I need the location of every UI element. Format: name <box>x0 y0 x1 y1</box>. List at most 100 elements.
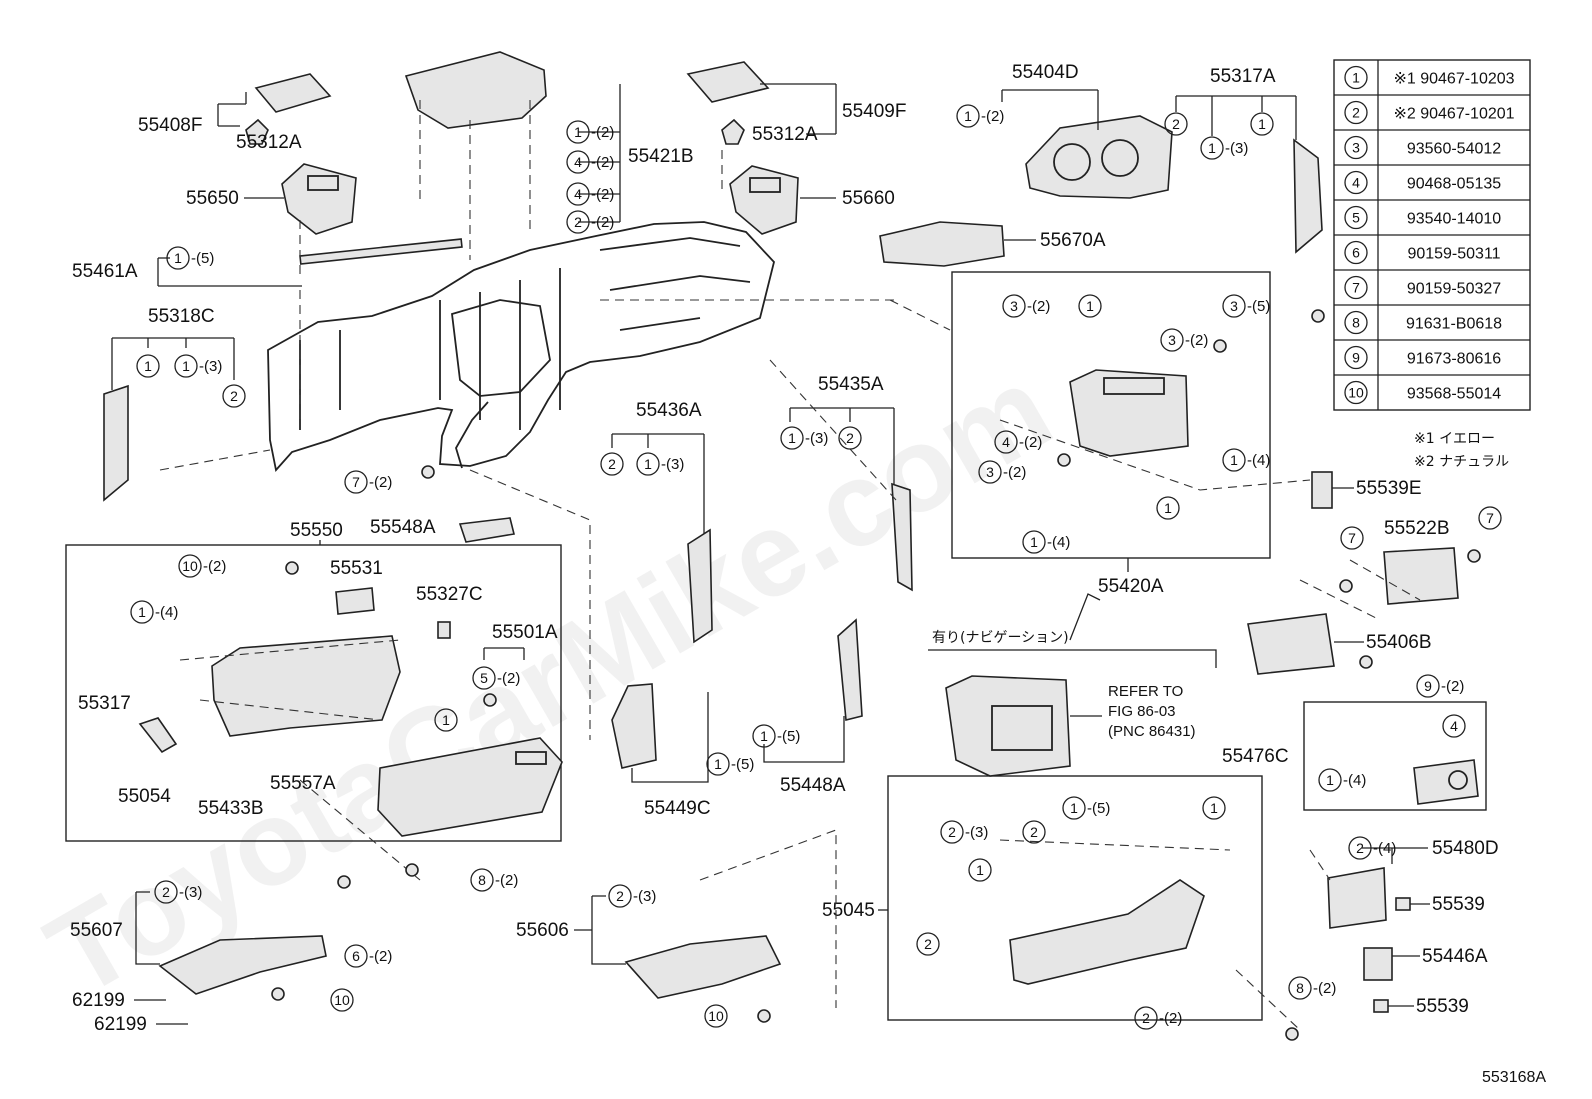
table-callout-number: 9 <box>1352 350 1360 366</box>
label-55476C: 55476C <box>1222 746 1289 767</box>
callout-circle <box>1416 674 1440 698</box>
callout-number: 2 <box>616 888 624 904</box>
callout-quantity: -(3) <box>179 884 202 901</box>
callout-circle <box>1164 112 1188 136</box>
bolt-icon <box>757 1009 771 1023</box>
table-callout-circle <box>1344 205 1368 230</box>
callout-quantity: -(2) <box>1159 1010 1182 1027</box>
callout-circle <box>470 868 494 892</box>
table-part-number: 91631-B0618 <box>1406 316 1502 333</box>
callout-quantity: -(4) <box>1373 840 1396 857</box>
callout-circle <box>1002 294 1026 318</box>
bolt-icon <box>483 693 497 707</box>
table-callout-number: 8 <box>1352 315 1360 331</box>
part-55420A-center-panel <box>1069 369 1189 457</box>
table-callout-circle <box>1344 275 1368 300</box>
callout-number: 7 <box>352 474 360 490</box>
part-55409F-cover <box>686 61 770 103</box>
callout-number: 1 <box>1210 800 1218 816</box>
callout-circle <box>706 752 730 776</box>
callout-number: 10 <box>182 558 198 574</box>
callout-number: 3 <box>1230 298 1238 314</box>
callout-circle <box>166 246 190 270</box>
box-55476C-group <box>1303 701 1487 811</box>
table-callout-number: 7 <box>1352 280 1360 296</box>
note-with-navigation: 有り(ナビゲーション) <box>932 630 1069 646</box>
callout-quantity: -(3) <box>661 456 684 473</box>
label-55539-1: 55539 <box>1432 894 1485 915</box>
bolt-icon <box>1285 1027 1299 1041</box>
callout-circle <box>1134 1006 1158 1030</box>
callout-circle <box>940 820 964 844</box>
box-55420A-group <box>951 271 1271 559</box>
callout-quantity: -(5) <box>191 250 214 267</box>
callout-circle <box>1156 496 1180 520</box>
label-55660: 55660 <box>842 188 895 209</box>
table-part-number: 93568-55014 <box>1407 386 1501 403</box>
callout-quantity: -(2) <box>495 872 518 889</box>
part-55408F-cover <box>254 73 332 113</box>
callout-circle <box>566 120 590 144</box>
label-55433B: 55433B <box>198 798 264 819</box>
label-55550: 55550 <box>290 520 343 541</box>
callout-circle <box>136 354 160 378</box>
bolt-icon <box>405 863 419 877</box>
table-part-number: 90159-50311 <box>1407 246 1500 263</box>
callout-number: 1 <box>442 712 450 728</box>
part-55480D-switch-panel <box>1327 867 1387 929</box>
dashboard-frame <box>267 221 775 472</box>
callout-circle <box>1318 768 1342 792</box>
callout-number: 2 <box>1142 1010 1150 1026</box>
table-callout-number: 6 <box>1352 245 1360 261</box>
part-55550-lower-panel <box>211 635 401 737</box>
callout-number: 2 <box>1356 840 1364 856</box>
callout-circle <box>434 708 458 732</box>
callout-circle <box>916 932 940 956</box>
note-pnc-86431: (PNC 86431) <box>1108 723 1196 740</box>
callout-quantity: -(2) <box>981 108 1004 125</box>
bolt-icon <box>1213 339 1227 353</box>
callout-circle <box>1160 328 1184 352</box>
label-55448A: 55448A <box>780 775 846 796</box>
table-callout-circle <box>1344 380 1368 405</box>
callout-number: 2 <box>230 388 238 404</box>
callout-circle <box>1250 112 1274 136</box>
callout-number: 1 <box>138 604 146 620</box>
label-55461A: 55461A <box>72 261 138 282</box>
callout-circle <box>154 880 178 904</box>
callout-circle <box>956 104 980 128</box>
callout-number: 1 <box>174 250 182 266</box>
callout-circle <box>978 460 1002 484</box>
note-color-1: ※1 イエロー <box>1414 431 1495 447</box>
callout-quantity: -(2) <box>1185 332 1208 349</box>
part-55317A-side-panel <box>1293 138 1323 254</box>
table-callout-number: 10 <box>1348 385 1364 401</box>
callout-circle <box>344 470 368 494</box>
label-55421B: 55421B <box>628 146 694 167</box>
box-55045-group <box>887 775 1263 1021</box>
callout-number: 8 <box>1296 980 1304 996</box>
table-part-number: ※2 90467-10201 <box>1393 106 1514 123</box>
label-55312A-left: 55312A <box>236 132 302 153</box>
part-55476C-panel <box>1413 759 1479 805</box>
callout-quantity: -(2) <box>591 214 614 231</box>
callout-quantity: -(3) <box>1225 140 1248 157</box>
label-55406B: 55406B <box>1366 632 1432 653</box>
part-55522B-display <box>1383 547 1459 605</box>
callout-circle <box>994 430 1018 454</box>
part-55607-tray <box>158 935 327 995</box>
callout-number: 1 <box>574 124 582 140</box>
figure-id: 553168A <box>1482 1069 1546 1086</box>
callout-quantity: -(4) <box>155 604 178 621</box>
table-callout-circle <box>1344 345 1368 370</box>
table-part-number: 90468-05135 <box>1407 176 1501 193</box>
callout-quantity: -(2) <box>1003 464 1026 481</box>
table-callout-number: 3 <box>1352 140 1360 156</box>
bolt-icon <box>1467 549 1481 563</box>
label-55318C: 55318C <box>148 306 215 327</box>
callout-number: 7 <box>1486 510 1494 526</box>
callout-circle <box>566 150 590 174</box>
callout-circle <box>174 354 198 378</box>
